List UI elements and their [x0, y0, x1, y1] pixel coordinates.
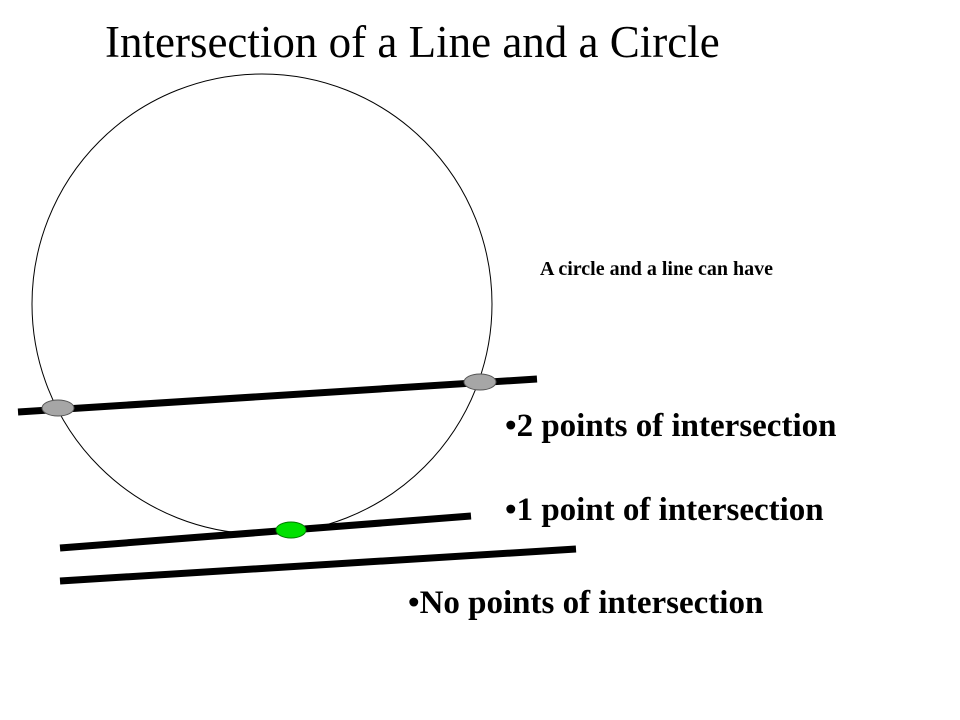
bullet-no-points: •No points of intersection: [408, 585, 763, 621]
bullet-two-points: •2 points of intersection: [505, 408, 836, 444]
secant-line: [17, 375, 538, 416]
bullet-marker: •: [505, 492, 517, 528]
bullet-text: No points of intersection: [419, 585, 764, 621]
secant-intersection-point-left: [41, 399, 75, 417]
tangent-intersection-point: [275, 521, 307, 539]
intro-text: A circle and a line can have: [540, 258, 773, 280]
bullet-text: 1 point of intersection: [516, 492, 824, 528]
slide-title: Intersection of a Line and a Circle: [105, 17, 720, 67]
bullet-one-point: •1 point of intersection: [505, 492, 824, 528]
bullet-marker: •: [408, 585, 420, 621]
secant-intersection-point-right: [463, 373, 497, 391]
circle: [31, 73, 493, 535]
tangent-line: [59, 512, 472, 552]
bullet-text: 2 points of intersection: [516, 408, 837, 444]
bullet-marker: •: [505, 408, 517, 444]
non-intersecting-line: [59, 545, 577, 585]
